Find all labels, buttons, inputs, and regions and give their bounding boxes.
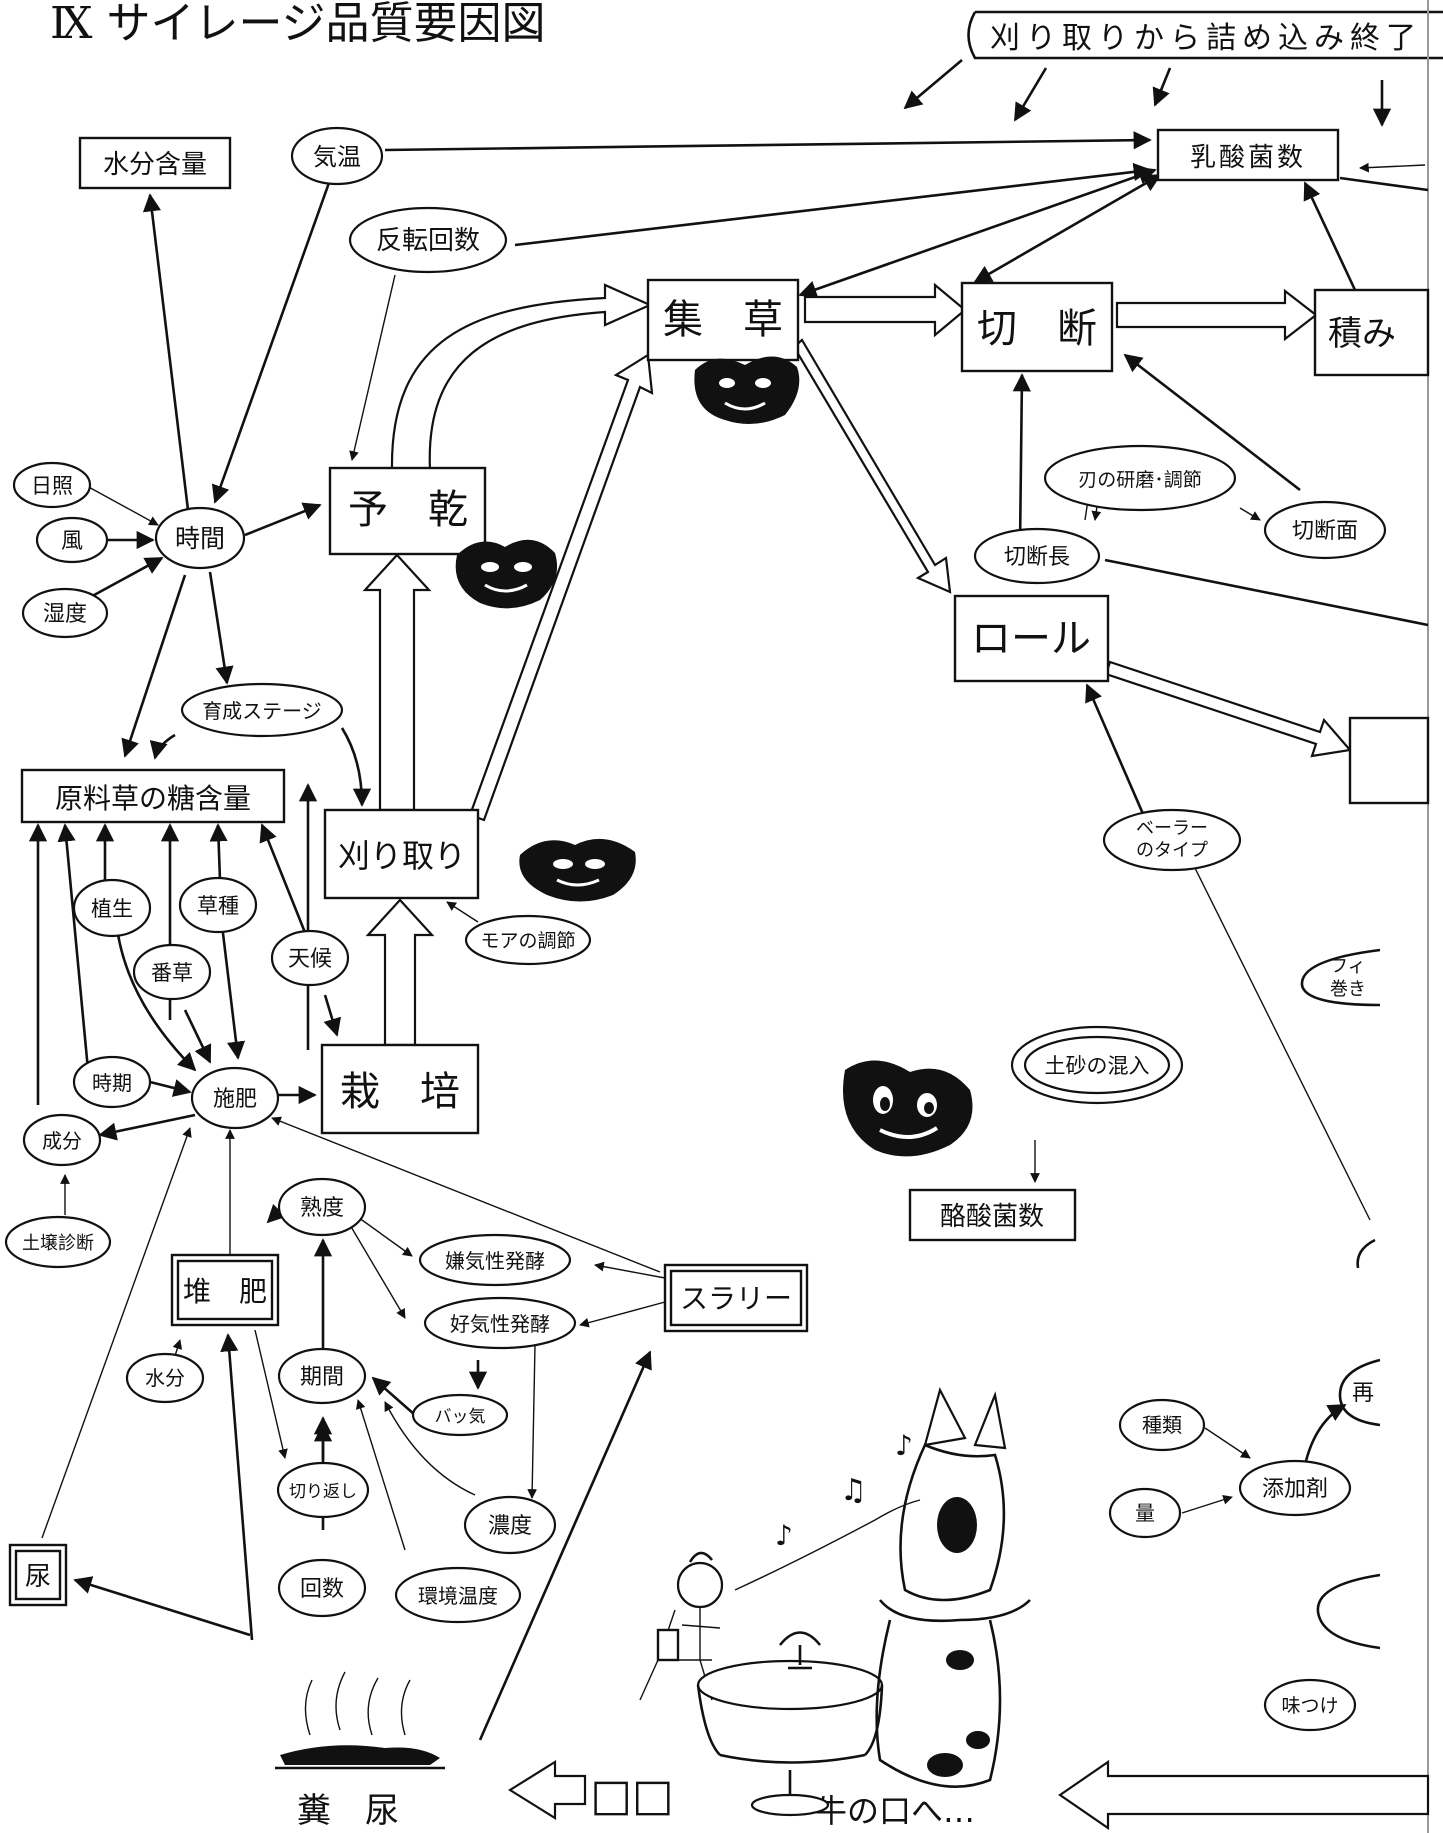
box-predry: 予 乾	[348, 487, 468, 533]
boxes: 水分含量 乳酸菌数 集 草 切 断 積み 予 乾 ロール 原料草の糖含量 刈り取…	[8, 128, 1430, 1607]
box-roll: ロール	[971, 616, 1091, 662]
box-mowing: 刈り取り	[338, 837, 466, 875]
box-lactic-acid-bacteria: 乳酸菌数	[1190, 143, 1306, 173]
music-note-1: ♪	[895, 1429, 913, 1462]
squares-label: □□	[590, 1770, 673, 1821]
ellipse-aerobic: 好気性発酵	[450, 1312, 550, 1336]
ellipse-film-partial	[1300, 948, 1381, 1007]
box-slurry: スラリー	[680, 1282, 792, 1315]
ellipse-turning: 切り返し	[289, 1482, 357, 1502]
ellipse-sunshine: 日照	[31, 474, 73, 498]
ellipse-wind: 風	[61, 529, 83, 554]
manure-illustration: 糞 尿	[275, 1671, 445, 1831]
mold-spot-icon	[519, 838, 636, 902]
ellipse-film-line2: 巻き	[1330, 979, 1366, 1000]
hollow-arrow-bottom-left	[507, 1760, 587, 1820]
hollow-arrow-mowing-predry	[362, 553, 432, 812]
ellipse-film-line1: フィ	[1330, 956, 1366, 977]
ellipses: 気温 反転回数 日照 風 湿度 時間 育成ステージ 刃の研磨･調節 切断面 切断…	[4, 126, 1387, 1732]
cow-mouth-label: 牛の口へ…	[815, 1792, 975, 1830]
box-water-content: 水分含量	[103, 150, 207, 180]
ellipse-re-partial	[1338, 1358, 1381, 1427]
ellipse-baler-type-line2: のタイプ	[1136, 840, 1208, 861]
ellipse-cut-length: 切断長	[1004, 545, 1070, 570]
box-stack: 積み	[1328, 314, 1396, 354]
ellipse-concentration: 濃度	[488, 1514, 532, 1539]
ellipse-period: 期間	[300, 1365, 344, 1390]
ellipse-kind: 種類	[1142, 1413, 1182, 1437]
arrow-banner-3	[1152, 67, 1172, 107]
ellipse-re: 再	[1352, 1381, 1374, 1406]
ellipse-seasoning: 味つけ	[1281, 1695, 1338, 1717]
ellipse-growth-stage: 育成ステージ	[202, 699, 322, 723]
box-urine: 尿	[25, 1562, 51, 1592]
ellipse-timing: 時期	[92, 1071, 132, 1095]
ellipse-vegetation: 植生	[91, 897, 133, 921]
ellipse-aeration: バッ気	[435, 1407, 486, 1427]
ellipse-partial-right-2	[1316, 1573, 1381, 1650]
ellipse-soil-contamination: 土砂の混入	[1045, 1054, 1150, 1078]
manure-label: 糞 尿	[297, 1791, 399, 1831]
process-flow-arrows	[362, 282, 1430, 1831]
ellipse-cut-surface: 切断面	[1292, 519, 1358, 544]
hollow-arrow-cut-stack	[1115, 288, 1318, 342]
ellipse-time: 時間	[175, 524, 225, 553]
arrow-banner-2	[1013, 67, 1048, 122]
hollow-arrow-gather-roll	[792, 338, 952, 594]
ellipse-weather: 天候	[288, 947, 332, 972]
ellipse-env-temperature: 環境温度	[418, 1584, 498, 1608]
connection-arrows	[28, 131, 1429, 1741]
waiter-illustration	[639, 1551, 724, 1701]
ellipse-mower-adjust: モアの調節	[480, 930, 575, 952]
mold-spot-icon	[843, 1060, 973, 1157]
hollow-arrow-mowing-gather	[468, 353, 654, 822]
ellipse-count: 回数	[300, 1577, 344, 1602]
ellipse-moisture: 水分	[145, 1366, 185, 1390]
mold-spot-icon	[694, 356, 800, 424]
ellipse-temperature: 気温	[313, 143, 361, 171]
ellipse-turn-count: 反転回数	[376, 226, 480, 256]
banner-bracket	[967, 10, 1443, 60]
ellipse-humidity: 湿度	[43, 602, 87, 627]
ellipse-anaerobic: 嫌気性発酵	[445, 1249, 545, 1273]
diagram-title: Ⅸ サイレージ品質要因図	[50, 0, 546, 49]
mold-spot-icon	[455, 539, 558, 609]
ellipse-component: 成分	[42, 1129, 82, 1153]
box-compost: 堆 肥	[183, 1275, 267, 1308]
ellipse-amount: 量	[1135, 1501, 1155, 1525]
mold-spot-icons	[455, 356, 973, 1157]
music-note-3: ♪	[775, 1519, 793, 1552]
hollow-arrow-cultivation-mowing	[365, 898, 435, 1047]
box-sugar-content: 原料草の糖含量	[55, 782, 251, 815]
ellipse-soil-test: 土壌診断	[22, 1233, 94, 1254]
ellipse-fertilize: 施肥	[213, 1087, 257, 1112]
arrow-banner-1	[903, 59, 963, 110]
ellipse-blade: 刃の研磨･調節	[1078, 469, 1202, 491]
hollow-arrow-gather-cut	[803, 282, 967, 338]
box-cultivation: 栽 培	[340, 1069, 460, 1115]
hollow-arrow-roll-right	[1104, 660, 1353, 758]
banner-text: 刈り取りから詰め込み終了	[990, 21, 1422, 56]
box-gather: 集 草	[663, 297, 783, 343]
box-butyric-bacteria: 酪酸菌数	[940, 1202, 1044, 1232]
cow-illustration	[875, 1387, 1031, 1788]
ellipse-cutting-number: 番草	[151, 961, 193, 985]
table-illustration	[696, 1631, 884, 1817]
hollow-arrow-bottom-right	[1058, 1759, 1430, 1831]
music-line	[734, 1499, 921, 1591]
ellipse-baler-type-line1: ベーラー	[1136, 818, 1208, 839]
music-note-2: ♫	[840, 1473, 867, 1508]
ellipse-maturity: 熟度	[300, 1196, 344, 1221]
box-right-partial	[1348, 716, 1430, 805]
ellipse-grass-species: 草種	[197, 894, 239, 918]
ellipse-partial-right-1	[1356, 1238, 1376, 1269]
box-cut: 切 断	[977, 306, 1097, 352]
ellipse-additive: 添加剤	[1262, 1477, 1328, 1502]
